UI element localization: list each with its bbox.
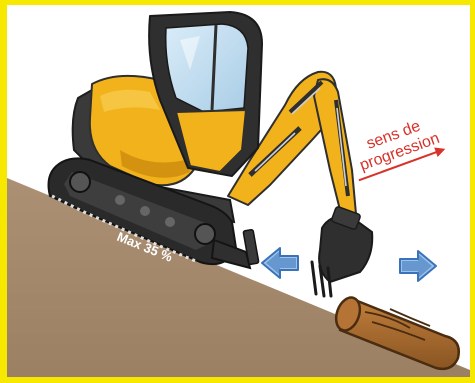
cab-window <box>166 24 248 112</box>
